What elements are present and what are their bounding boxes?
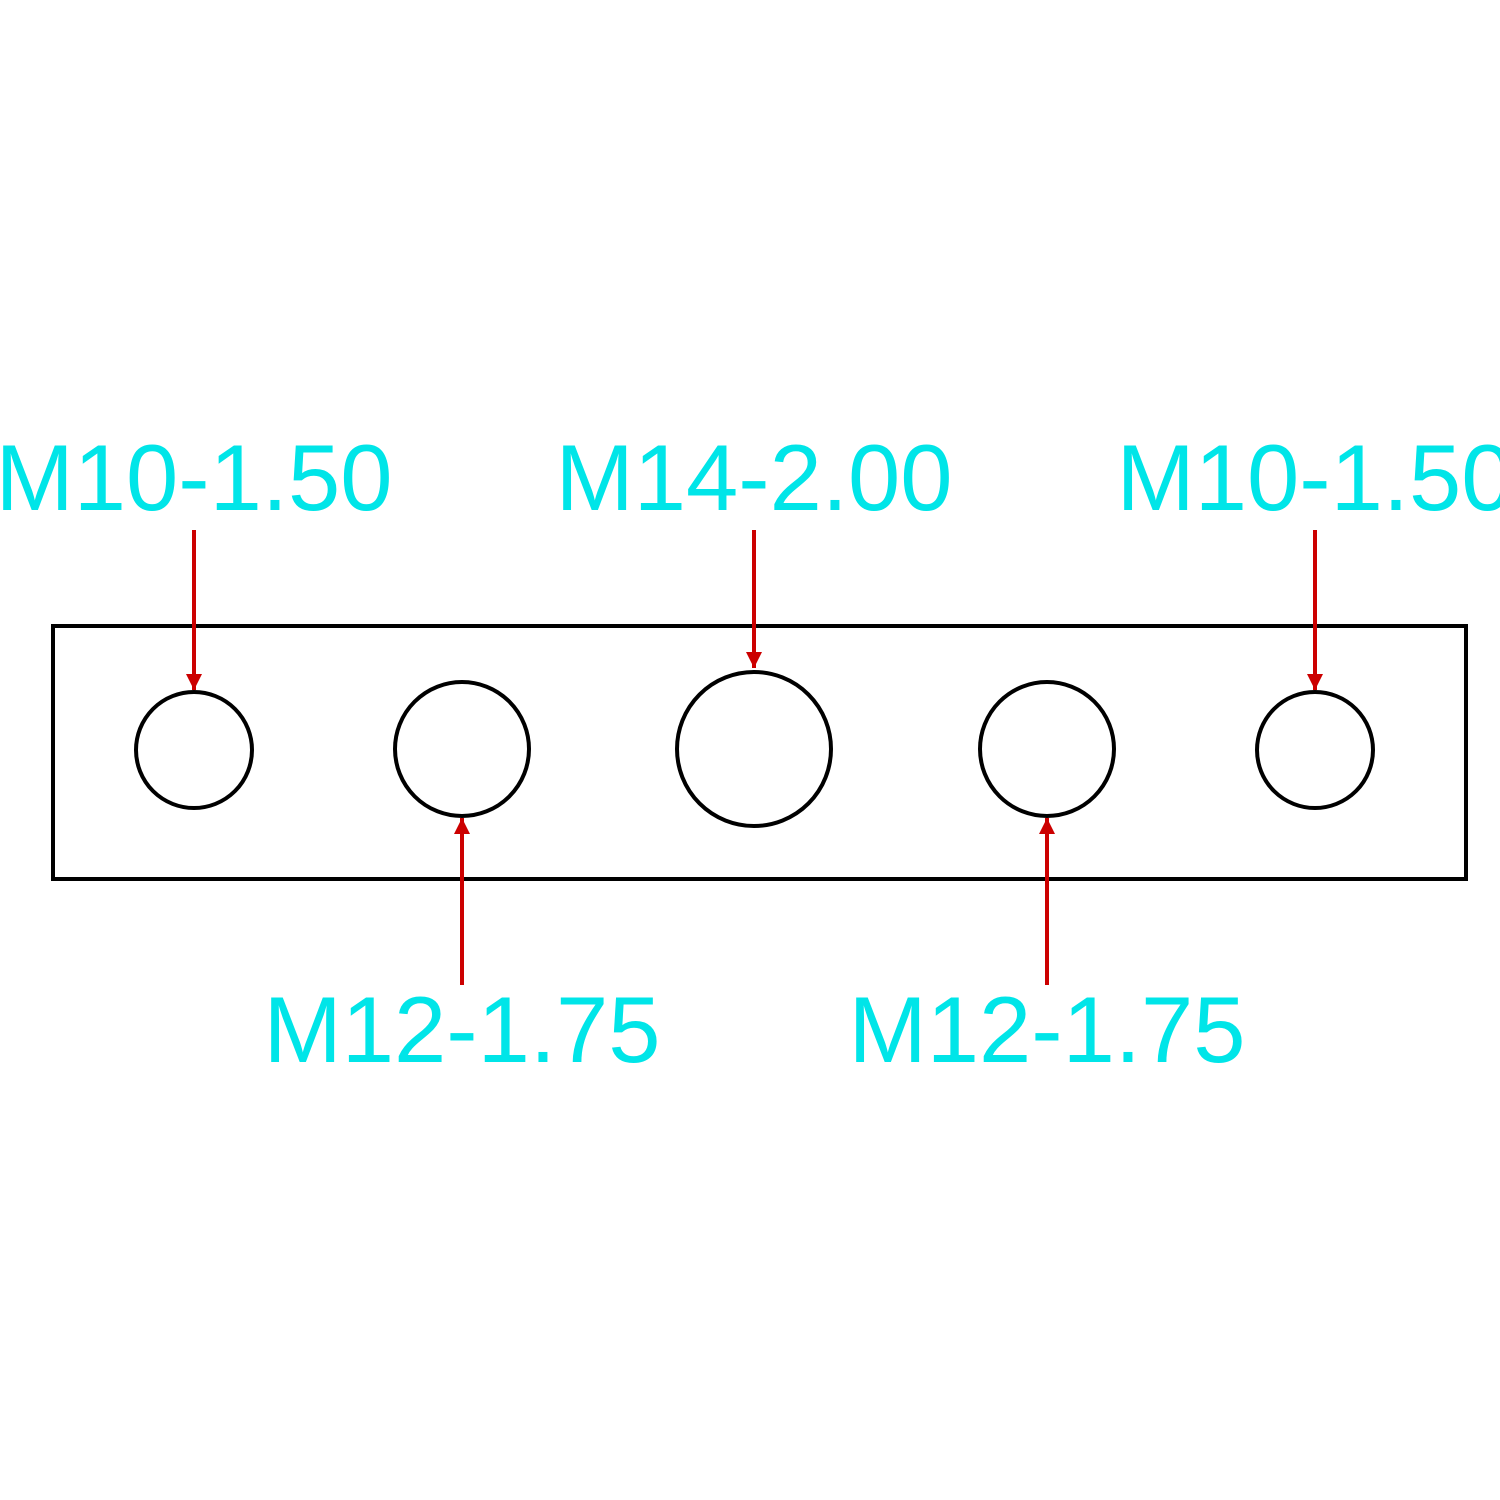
thread-label-3: M14-2.00: [555, 425, 952, 530]
hole-4: [978, 680, 1116, 818]
hole-callout-5: M10-1.50: [1116, 425, 1500, 810]
hole-callout-3: M14-2.00: [555, 425, 953, 828]
hole-1: [134, 690, 254, 810]
plate-outline: [51, 624, 1468, 881]
thread-label-4: M12-1.75: [848, 977, 1245, 1082]
hole-3: [675, 670, 833, 828]
thread-label-2: M12-1.75: [263, 977, 660, 1082]
thread-label-5: M10-1.50: [1116, 425, 1500, 530]
hole-callout-4: M12-1.75: [848, 680, 1246, 1082]
hole-5: [1255, 690, 1375, 810]
hole-callout-2: M12-1.75: [263, 680, 661, 1082]
thread-label-1: M10-1.50: [0, 425, 393, 530]
hole-2: [393, 680, 531, 818]
hole-callout-1: M10-1.50: [0, 425, 393, 810]
